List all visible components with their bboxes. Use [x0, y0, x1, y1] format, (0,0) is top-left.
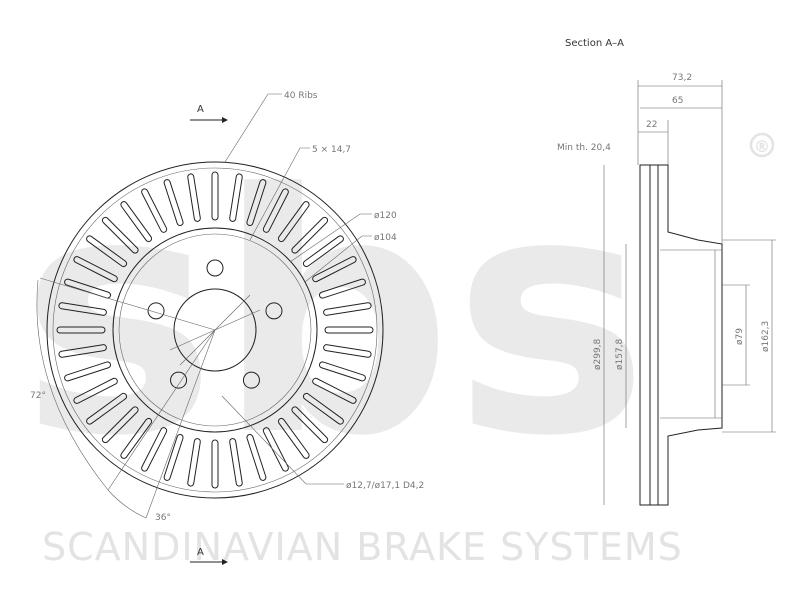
section-view: Section A–A 73,2 65 22 Min th. 20,4 ø299…: [557, 38, 776, 506]
section-marker-bottom: A: [197, 547, 204, 558]
vent-rib: [246, 433, 267, 481]
pcd-label: ø120: [374, 211, 397, 221]
vent-rib: [58, 302, 107, 316]
vent-rib: [291, 216, 329, 254]
vent-rib: [323, 344, 372, 358]
vent-rib: [302, 392, 344, 425]
angle-ray-3: [145, 329, 216, 519]
vent-rib: [187, 173, 201, 222]
ribs-label: 40 Ribs: [284, 91, 318, 101]
vent-rib: [246, 179, 267, 227]
bolt-hole: [242, 371, 260, 389]
vent-rib: [324, 326, 374, 334]
section-arrowhead-top: [222, 117, 228, 123]
vent-rib: [141, 427, 168, 472]
vent-rib: [318, 278, 366, 299]
vent-rib: [64, 278, 112, 299]
vent-rib: [312, 377, 357, 404]
centre-mark-2: [179, 294, 251, 366]
vent-rib: [323, 302, 372, 316]
registered-mark: ®: [754, 137, 770, 156]
angle-arc-36: [107, 489, 147, 519]
vent-rib: [211, 171, 219, 221]
dim-inner-diameter: ø157,8: [615, 338, 625, 370]
bolt-hole: [206, 259, 224, 277]
vent-rib: [291, 406, 329, 444]
dim-overall-depth: 73,2: [672, 73, 692, 83]
min-thickness: Min th. 20,4: [557, 143, 611, 153]
section-arrowhead-bottom: [222, 559, 228, 565]
vent-rib: [120, 417, 153, 459]
dim-disc-thickness: 22: [646, 120, 657, 130]
registered-mark-circle: [749, 132, 775, 158]
disc-outer-edge: [46, 161, 384, 499]
disc-inner-edge: [112, 227, 318, 433]
centre-bore: [173, 288, 257, 372]
footer-brand: SCANDINAVIAN BRAKE SYSTEMS: [42, 525, 683, 569]
dim-centre-bore: ø79: [735, 328, 745, 345]
dim-hat-diameter: ø162,3: [761, 321, 771, 352]
bolt-leader: [249, 147, 310, 241]
vent-rib: [318, 361, 366, 382]
section-outline: [639, 164, 723, 506]
bolt-label: 5 × 14,7: [312, 145, 351, 155]
vent-rib: [229, 438, 243, 487]
vent-rib: [312, 256, 357, 283]
vent-rib: [86, 392, 128, 425]
centre-leader: [304, 235, 372, 283]
hat-edge: [118, 233, 312, 427]
vent-rib: [73, 377, 118, 404]
pcd-leader: [289, 213, 372, 263]
angle-72-label: 72°: [30, 391, 46, 401]
section-title: Section A–A: [565, 38, 624, 49]
bolt-hole: [147, 302, 165, 320]
vent-rib: [163, 179, 184, 227]
angle-36-label: 36°: [155, 513, 171, 523]
section-marker-top: A: [197, 104, 204, 115]
vent-rib: [101, 216, 139, 254]
vent-rib: [58, 344, 107, 358]
hole-leader: [221, 395, 344, 485]
vent-rib: [211, 439, 219, 489]
vent-rib: [163, 433, 184, 481]
vent-rib: [56, 326, 106, 334]
vent-rib: [141, 188, 168, 233]
bolt-hole: [265, 302, 283, 320]
vent-rib: [64, 361, 112, 382]
hole-label: ø12,7/ø17,1 D4,2: [346, 481, 424, 491]
vent-rib: [229, 173, 243, 222]
front-view: A A 40 Ribs 5 × 14,7 ø120 ø104 ø12,7/ø17…: [30, 91, 424, 565]
vent-rib: [262, 427, 289, 472]
vent-rib: [86, 235, 128, 268]
vent-rib: [120, 201, 153, 243]
vent-ribs: [56, 171, 374, 489]
dim-outer-diameter: ø299,8: [593, 338, 603, 370]
disc-outer-inner-edge: [52, 167, 378, 493]
angle-arc-72: [36, 279, 109, 491]
bolt-holes: [147, 259, 283, 389]
ribs-leader: [224, 93, 282, 163]
vent-rib: [277, 417, 310, 459]
vent-rib: [277, 201, 310, 243]
vent-rib: [302, 235, 344, 268]
bolt-hole: [170, 371, 188, 389]
vent-rib: [101, 406, 139, 444]
vent-rib: [187, 438, 201, 487]
vent-rib: [73, 256, 118, 283]
vent-rib: [262, 188, 289, 233]
dim-hat-depth: 65: [672, 96, 683, 106]
angle-ray-2: [107, 329, 216, 491]
angle-ray-1: [39, 277, 216, 331]
centre-label: ø104: [374, 233, 397, 243]
